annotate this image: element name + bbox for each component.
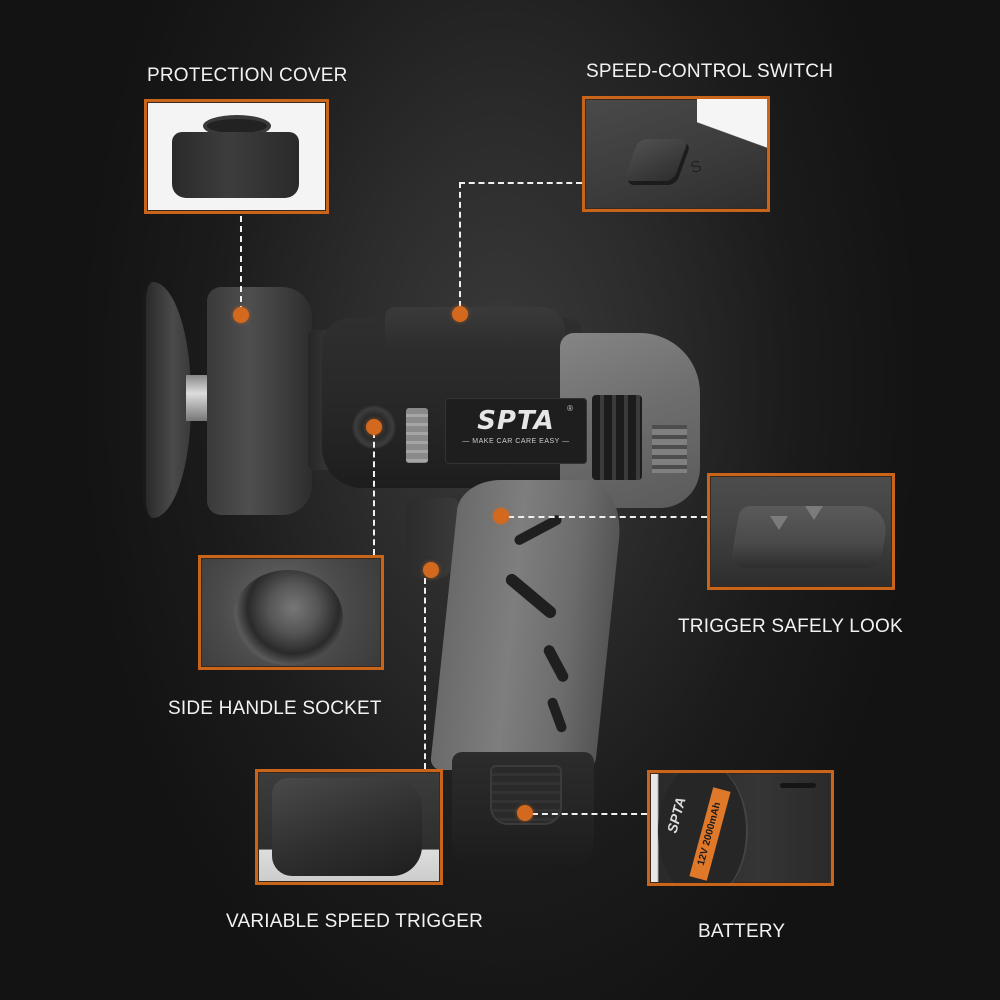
variable-speed-trigger-connector — [424, 578, 426, 769]
trigger-safety-lock-dot[interactable] — [493, 508, 509, 524]
trigger-safety-lock-connector — [508, 516, 707, 518]
battery-photo[interactable]: SPTA 12V 2000mAh — [647, 770, 834, 886]
cover-shape-body — [172, 132, 299, 198]
arrow-mark-1 — [770, 516, 788, 530]
registered-mark: ® — [567, 404, 573, 413]
battery-dot[interactable] — [517, 805, 533, 821]
side-handle-socket-photo[interactable] — [198, 555, 384, 670]
lock-slider — [406, 408, 428, 463]
rear-vents — [592, 395, 642, 480]
speed-control-switch-photo[interactable]: S — [582, 96, 770, 212]
protection-cover-part — [207, 287, 312, 515]
switch-knob — [623, 139, 689, 181]
brand-logo: SPTA — [477, 406, 555, 436]
trigger-shape — [272, 778, 422, 876]
trigger-safety-lock-photo[interactable] — [707, 473, 895, 590]
brand-tagline: — MAKE CAR CARE EASY — — [462, 438, 570, 445]
variable-speed-trigger-photo[interactable] — [255, 769, 443, 885]
speed-control-switch-dot[interactable] — [452, 306, 468, 322]
side-handle-socket-dot[interactable] — [366, 419, 382, 435]
trigger-safety-lock-label: TRIGGER SAFELY LOOK — [678, 616, 903, 637]
grip — [429, 480, 626, 770]
speed-control-switch-connector-v — [459, 182, 461, 307]
arrow-mark-2 — [805, 506, 823, 520]
protection-cover-connector — [240, 216, 242, 312]
side-handle-socket-label: SIDE HANDLE SOCKET — [168, 698, 382, 719]
speed-control-switch-label: SPEED-CONTROL SWITCH — [586, 61, 834, 82]
battery-connector — [532, 813, 647, 815]
variable-speed-trigger-label: VARIABLE SPEED TRIGGER — [226, 911, 484, 932]
protection-cover-label: PROTECTION COVER — [147, 65, 348, 86]
switch-mark: S — [688, 157, 704, 178]
protection-cover-dot[interactable] — [233, 307, 249, 323]
side-ribs — [652, 425, 687, 473]
side-handle-socket-connector — [373, 432, 375, 555]
socket-ring — [233, 570, 343, 665]
switch-housing — [385, 307, 565, 355]
speed-control-switch-connector-h — [459, 182, 582, 184]
brand-plate: SPTA ® — MAKE CAR CARE EASY — — [445, 398, 587, 464]
switch-bg-white — [697, 99, 767, 154]
backing-pad — [143, 282, 191, 518]
protection-cover-photo[interactable] — [144, 99, 329, 214]
battery-label: BATTERY — [698, 921, 786, 942]
battery-groove — [780, 783, 816, 788]
variable-speed-trigger-dot[interactable] — [423, 562, 439, 578]
